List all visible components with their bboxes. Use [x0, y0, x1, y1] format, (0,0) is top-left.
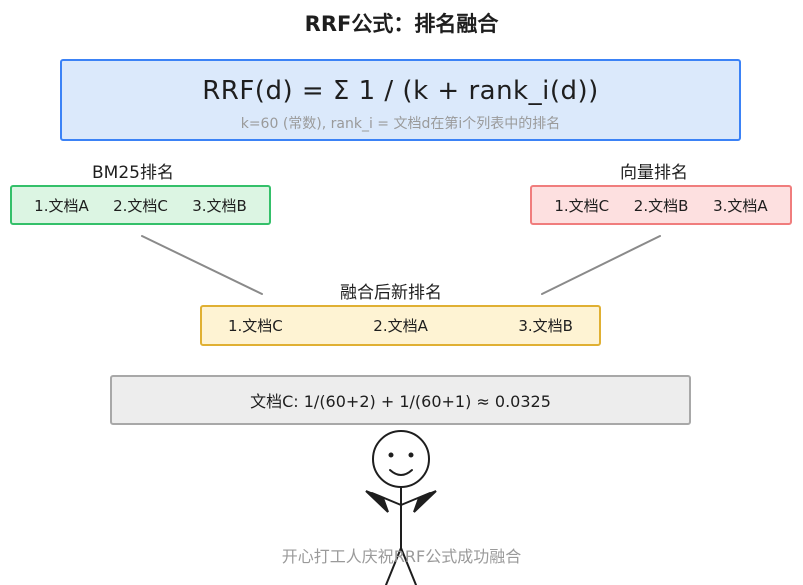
calculation-box: 文档C: 1/(60+2) + 1/(60+1) ≈ 0.0325 [110, 375, 691, 425]
bm25-item-2: 2.文档C [113, 196, 168, 215]
fused-label: 融合后新排名 [340, 283, 442, 303]
fused-ranking-box: 1.文档C 2.文档A 3.文档B [200, 305, 601, 346]
vector-label: 向量排名 [620, 163, 688, 183]
vector-item-3: 3.文档A [713, 196, 768, 215]
bm25-ranking-box: 1.文档A 2.文档C 3.文档B [10, 185, 271, 225]
vector-ranking-box: 1.文档C 2.文档B 3.文档A [530, 185, 792, 225]
vector-item-2: 2.文档B [633, 196, 689, 215]
vector-to-fused-arrow [541, 235, 661, 295]
fused-item-3: 3.文档B [518, 317, 573, 335]
fused-item-2: 2.文档A [373, 317, 428, 335]
calculation-text: 文档C: 1/(60+2) + 1/(60+1) ≈ 0.0325 [250, 392, 551, 411]
vector-item-1: 1.文档C [554, 196, 610, 215]
rrf-formula: RRF(d) = Σ 1 / (k + rank_i(d)) [202, 76, 599, 106]
bm25-item-1: 1.文档A [34, 196, 89, 215]
bm25-to-fused-arrow [141, 235, 263, 295]
diagram-title: RRF公式：排名融合 [304, 12, 499, 36]
formula-box: RRF(d) = Σ 1 / (k + rank_i(d)) k=60 (常数)… [60, 59, 741, 141]
stick-figure-icon [365, 430, 437, 585]
bm25-label: BM25排名 [92, 163, 174, 183]
fused-item-1: 1.文档C [228, 317, 283, 335]
formula-note: k=60 (常数), rank_i = 文档d在第i个列表中的排名 [240, 116, 561, 132]
bm25-item-3: 3.文档B [192, 196, 247, 215]
figure-caption: 开心打工人庆祝RRF公式成功融合 [281, 547, 522, 566]
